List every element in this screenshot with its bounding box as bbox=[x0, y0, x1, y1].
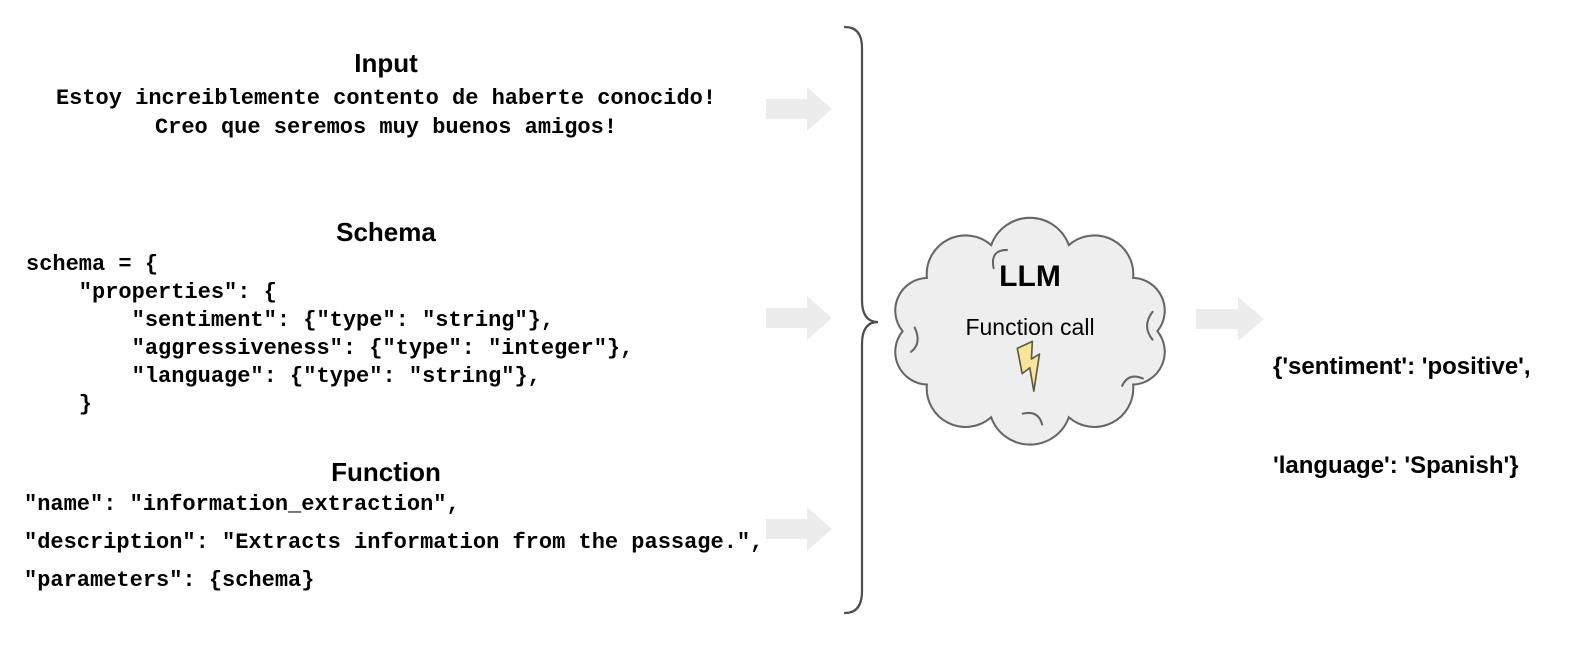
function-code: "name": "information_extraction", "descr… bbox=[24, 486, 763, 600]
arrow-right-icon bbox=[1196, 297, 1264, 341]
function-code-line: "description": "Extracts information fro… bbox=[24, 530, 764, 555]
llm-label: LLM bbox=[999, 260, 1061, 293]
function-call-label: Function call bbox=[965, 314, 1095, 340]
arrow-right-icon bbox=[766, 296, 832, 340]
curly-brace bbox=[843, 25, 879, 615]
function-section-title: Function bbox=[331, 457, 441, 487]
function-code-line: "name": "information_extraction", bbox=[24, 492, 460, 517]
function-code-line: "parameters": {schema} bbox=[24, 568, 315, 593]
cloud-shape bbox=[894, 216, 1166, 446]
input-text-line: Creo que seremos muy buenos amigos! bbox=[154, 115, 618, 140]
input-text: Estoy increiblemente contento de haberte… bbox=[0, 84, 772, 142]
arrow-right-icon bbox=[766, 87, 832, 131]
input-section-title: Input bbox=[354, 48, 418, 78]
output-text-line: 'language': 'Spanish'} bbox=[1273, 452, 1519, 479]
output-text: {'sentiment': 'positive', 'language': 'S… bbox=[1273, 284, 1531, 548]
input-text-line: Estoy increiblemente contento de haberte… bbox=[55, 86, 717, 111]
cloud-inner-curls bbox=[910, 248, 1154, 426]
schema-code: schema = { "properties": { "sentiment": … bbox=[26, 252, 634, 417]
output-text-line: {'sentiment': 'positive', bbox=[1273, 353, 1531, 380]
schema-section-title: Schema bbox=[336, 217, 436, 247]
llm-cloud bbox=[894, 216, 1166, 446]
arrow-right-icon bbox=[766, 507, 832, 551]
lightning-bolt-icon bbox=[1016, 340, 1041, 392]
